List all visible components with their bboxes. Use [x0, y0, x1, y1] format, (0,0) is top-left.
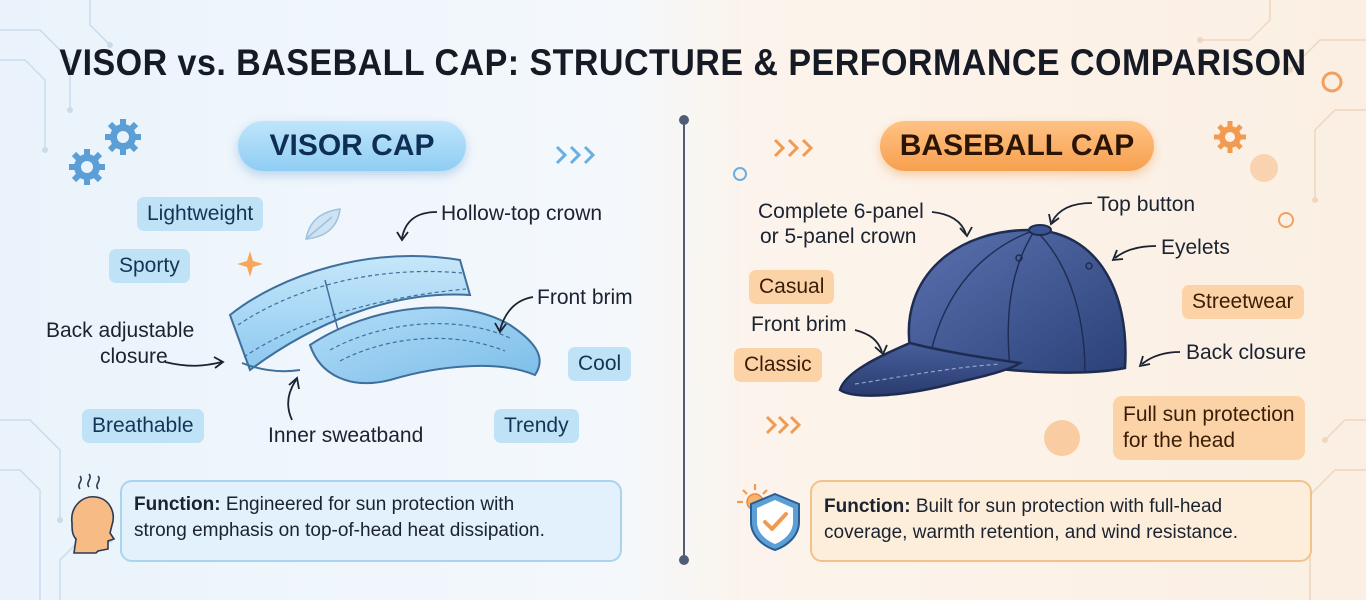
tag-full-sun-protection-line2: for the head: [1123, 429, 1236, 452]
divider-dot-bottom: [679, 555, 689, 565]
label-top-button: Top button: [1097, 193, 1196, 216]
head-heat-icon: [71, 473, 116, 554]
label-visor-back-closure-line1: Back adjustable: [46, 319, 195, 342]
chevrons-icon-bottom: [765, 415, 802, 435]
tag-cool: Cool: [568, 347, 632, 381]
sun-shield-icon: [737, 484, 800, 552]
baseball-function-label: Function:: [824, 496, 911, 517]
visor-function-box: Function: Engineered for sun protection …: [120, 480, 622, 562]
visor-cap-illustration: [228, 255, 541, 385]
baseball-function-text2: coverage, warmth retention, and wind res…: [824, 522, 1238, 543]
visor-cap-header: VISOR CAP: [238, 121, 466, 171]
tag-lightweight: Lightweight: [137, 197, 264, 231]
label-back-closure: Back closure: [1186, 341, 1307, 364]
tag-casual: Casual: [749, 270, 835, 304]
baseball-function-line1: Function: Built for sun protection with …: [824, 494, 1222, 520]
baseball-function-box: Function: Built for sun protection with …: [810, 480, 1312, 562]
label-visor-front-brim: Front brim: [537, 286, 633, 309]
label-baseball-front-brim: Front brim: [751, 313, 847, 336]
baseball-function-text1: Built for sun protection with full-head: [915, 496, 1223, 517]
label-hollow-top-crown: Hollow-top crown: [441, 202, 603, 225]
visor-annotation-arrows: [164, 211, 534, 421]
center-divider: [683, 120, 685, 560]
chevrons-icon: [555, 145, 596, 165]
label-crown-line2: or 5-panel crown: [760, 225, 917, 248]
tag-streetwear: Streetwear: [1182, 285, 1304, 319]
tag-sporty: Sporty: [109, 249, 190, 283]
label-visor-back-closure-line2: closure: [100, 345, 168, 368]
visor-function-line1: Function: Engineered for sun protection …: [134, 492, 514, 518]
tag-full-sun-protection: Full sun protection for the head: [1113, 396, 1305, 460]
label-inner-sweatband: Inner sweatband: [268, 424, 424, 447]
divider-dot-top: [679, 115, 689, 125]
visor-function-text1: Engineered for sun protection with: [225, 494, 515, 515]
tag-trendy: Trendy: [494, 409, 579, 443]
baseball-cap-header: BASEBALL CAP: [880, 121, 1154, 171]
tag-classic: Classic: [734, 348, 822, 382]
leaf-icon: [305, 208, 341, 240]
tag-full-sun-protection-line1: Full sun protection: [1123, 403, 1295, 426]
page-title: VISOR vs. BASEBALL CAP: STRUCTURE & PERF…: [59, 42, 1307, 83]
gear-icon-orange: [1214, 121, 1246, 153]
gear-icon: [69, 119, 141, 185]
sparkle-icon: [237, 251, 263, 277]
visor-function-label: Function:: [134, 494, 221, 515]
visor-function-text2: strong emphasis on top-of-head heat diss…: [134, 520, 545, 541]
tag-breathable: Breathable: [82, 409, 204, 443]
label-crown-line1: Complete 6-panel: [758, 200, 924, 223]
baseball-cap-illustration: [838, 224, 1127, 397]
chevrons-icon-top: [773, 138, 814, 158]
label-eyelets: Eyelets: [1161, 236, 1230, 259]
